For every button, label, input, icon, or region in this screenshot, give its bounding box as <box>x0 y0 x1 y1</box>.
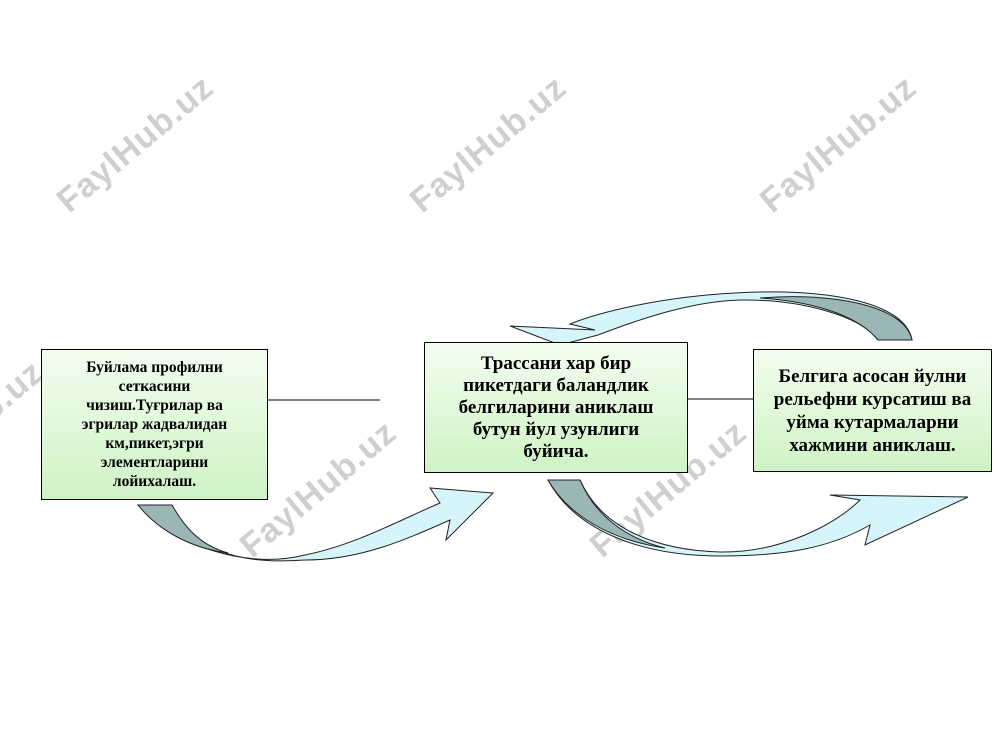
process-box-text: Буйлама профилни сеткасини чизиш.Туғрила… <box>81 359 228 490</box>
curved-arrow-2-to-3 <box>547 479 969 557</box>
process-box-1: Буйлама профилни сеткасини чизиш.Туғрила… <box>41 349 268 500</box>
process-box-2: Трассани хар бир пикетдаги баландлик бел… <box>424 342 688 473</box>
process-box-text: Белгига асосан йулни рельефни курсатиш в… <box>773 365 972 456</box>
curved-arrow-2-to-3-shadow <box>547 479 666 549</box>
process-box-text: Трассани хар бир пикетдаги баландлик бел… <box>458 352 654 462</box>
curved-arrow-1-to-2-shadow <box>136 504 229 554</box>
process-box-3: Белгига асосан йулни рельефни курсатиш в… <box>753 349 992 472</box>
curved-arrow-3-to-2-shadow <box>759 296 913 341</box>
curved-arrow-1-to-2 <box>136 487 495 562</box>
